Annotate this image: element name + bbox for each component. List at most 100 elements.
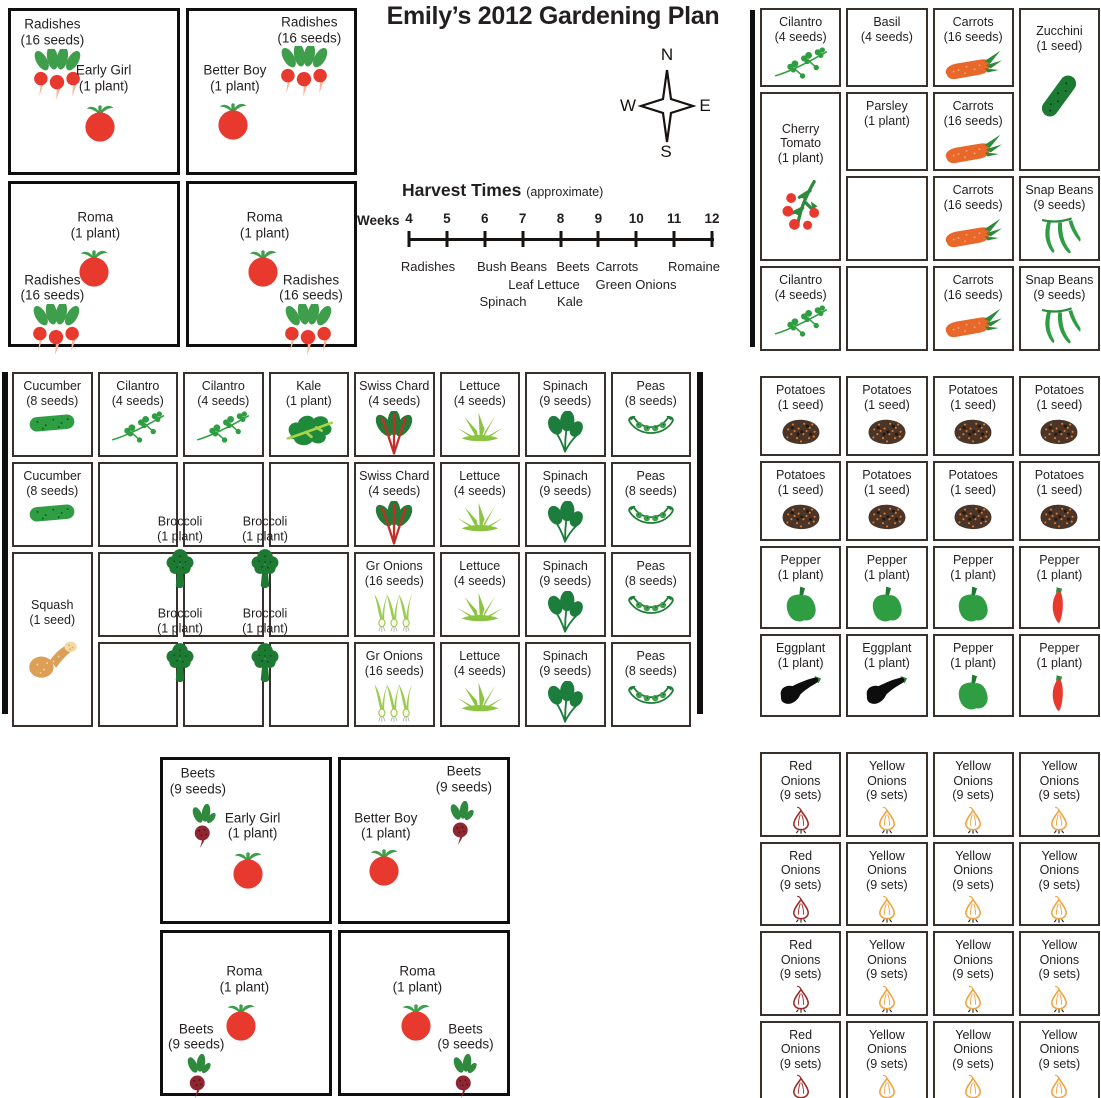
salad-bed-cell-r0c7: Peas(8 seeds) — [610, 372, 691, 457]
broccoli-label: Broccoli(1 plant) — [157, 514, 203, 544]
salad-bed-cell-r2c4: Gr Onions(16 seeds) — [354, 552, 435, 637]
swiss-chard-icon — [373, 411, 415, 455]
pepper-red-icon — [1047, 673, 1071, 715]
herb-carrot-bed-cell-r3c3: Snap Beans(9 seeds) — [1018, 266, 1100, 351]
carrot-icon — [944, 47, 1002, 85]
herb-carrot-bed: Cilantro(4 seeds)Basil(4 seeds)Carrots(1… — [760, 8, 1100, 351]
lettuce-icon — [454, 501, 506, 533]
harvest-times-title: Harvest Times (approximate) — [402, 180, 603, 201]
pepper-label: Pepper(1 plant) — [863, 553, 910, 582]
page-title: Emily’s 2012 Gardening Plan — [386, 2, 720, 30]
snap-beans-icon — [1037, 305, 1081, 349]
roma-label: Roma(1 plant) — [219, 963, 270, 995]
salad-bed-cell-r1c5: Lettuce(4 seeds) — [439, 462, 520, 547]
broccoli-icon — [163, 547, 197, 591]
radish-icon — [278, 304, 338, 356]
onion-red-icon — [789, 806, 813, 835]
harvest-times-title-text: Harvest Times — [402, 180, 522, 200]
potato-icon — [1033, 500, 1085, 532]
herb-carrot-bed-cell-r0c2: Carrots(16 seeds) — [932, 8, 1014, 87]
harvest-tick-10 — [634, 231, 638, 247]
eggplant-icon — [775, 673, 827, 707]
carrots-label: Carrots(16 seeds) — [943, 273, 1003, 302]
tomato-icon — [80, 101, 120, 143]
onion-yellow-icon — [1047, 985, 1071, 1014]
potato-pepper-bed-cell-r0c0: Potatoes(1 seed) — [760, 376, 842, 456]
radish-icon — [26, 304, 86, 356]
cucumber-icon — [26, 501, 78, 525]
basil-label: Basil(4 seeds) — [860, 15, 913, 44]
cilantro-icon — [194, 411, 252, 443]
salad-bed-cell-r0c4: Swiss Chard(4 seeds) — [354, 372, 435, 457]
potato-icon — [1033, 415, 1085, 447]
beets-label: Beets(9 seeds) — [169, 765, 226, 796]
salad-bed-cell-r2c3 — [268, 552, 349, 637]
harvest-week-8: 8 — [556, 211, 565, 226]
cherry-tomato-icon — [778, 175, 824, 231]
pepper-label: Pepper(1 plant) — [950, 553, 997, 582]
lettuce-label: Lettuce(4 seeds) — [453, 649, 506, 678]
harvest-crop-green-onions: Green Onions — [595, 277, 677, 292]
salad-bed-cell-r1c2 — [183, 462, 264, 547]
onion-yellow-icon — [961, 806, 985, 835]
harvest-crop-romaine: Romaine — [667, 259, 721, 274]
salad-bed-cell-r3c3 — [268, 642, 349, 727]
lettuce-label: Lettuce(4 seeds) — [453, 379, 506, 408]
zucchini-label: Zucchini(1 seed) — [1036, 24, 1083, 53]
carrot-icon — [944, 131, 1002, 169]
compass-west-label: W — [620, 96, 636, 115]
pepper-green-icon — [955, 673, 991, 713]
harvest-crop-kale: Kale — [556, 294, 584, 309]
compass-star-icon — [637, 69, 697, 143]
compass-rose: N W E S — [620, 45, 711, 161]
harvest-times-subtitle: (approximate) — [526, 185, 604, 199]
lettuce-icon — [454, 411, 506, 443]
better-boy-label: Better Boy(1 plant) — [354, 810, 418, 841]
harvest-week-4: 4 — [405, 211, 413, 226]
zucchini-icon — [1038, 69, 1080, 123]
tomato-radish-bed-cell-r1c0: Roma(1 plant)Radishes(16 seeds) — [8, 180, 180, 348]
harvest-crop-carrots: Carrots — [595, 259, 639, 274]
onion-yellow-icon — [961, 1074, 985, 1098]
lettuce-icon — [454, 591, 506, 623]
tomato-beet-bed-cell-r1c0: Roma(1 plant)Beets(9 seeds) — [160, 929, 332, 1098]
tomato-icon — [396, 1000, 436, 1042]
potato-pepper-bed-cell-r3c0: Eggplant(1 plant) — [760, 634, 842, 717]
harvest-week-6: 6 — [480, 211, 489, 226]
salad-bed-cell-r2c7: Peas(8 seeds) — [610, 552, 691, 637]
potato-pepper-bed-cell-r0c3: Potatoes(1 seed) — [1018, 376, 1100, 456]
harvest-crop-spinach: Spinach — [479, 294, 527, 309]
onion-yellow-icon — [961, 895, 985, 924]
salad-bed-cell-r3c6: Spinach(9 seeds) — [525, 642, 606, 727]
carrots-label: Carrots(16 seeds) — [943, 15, 1003, 44]
herb-carrot-bed-cell-r2c1 — [846, 176, 928, 261]
potatoes-label: Potatoes(1 seed) — [948, 468, 998, 497]
potato-icon — [861, 500, 913, 532]
swiss-chard-label: Swiss Chard(4 seeds) — [359, 379, 430, 408]
onion-yellow-icon — [1047, 1074, 1071, 1098]
spinach-icon — [545, 411, 585, 453]
beet-icon — [183, 1054, 213, 1098]
cucumber-icon — [26, 411, 78, 435]
bed-edge-bar-1 — [2, 372, 8, 714]
tomato-radish-bed-cell-r1c1: Roma(1 plant)Radishes(16 seeds) — [185, 180, 357, 348]
tomato-beet-bed-cell-r0c1: Better Boy(1 plant)Beets(9 seeds) — [338, 757, 510, 924]
potatoes-label: Potatoes(1 seed) — [775, 383, 826, 412]
cilantro-icon — [772, 47, 830, 79]
potato-icon — [947, 415, 999, 447]
onion-yellow-icon — [961, 985, 985, 1014]
potato-pepper-bed: Potatoes(1 seed) Potatoes(1 seed) Potatoes… — [760, 376, 1100, 717]
salad-bed-cell-r0c5: Lettuce(4 seeds) — [439, 372, 520, 457]
harvest-tick-9 — [596, 231, 600, 247]
